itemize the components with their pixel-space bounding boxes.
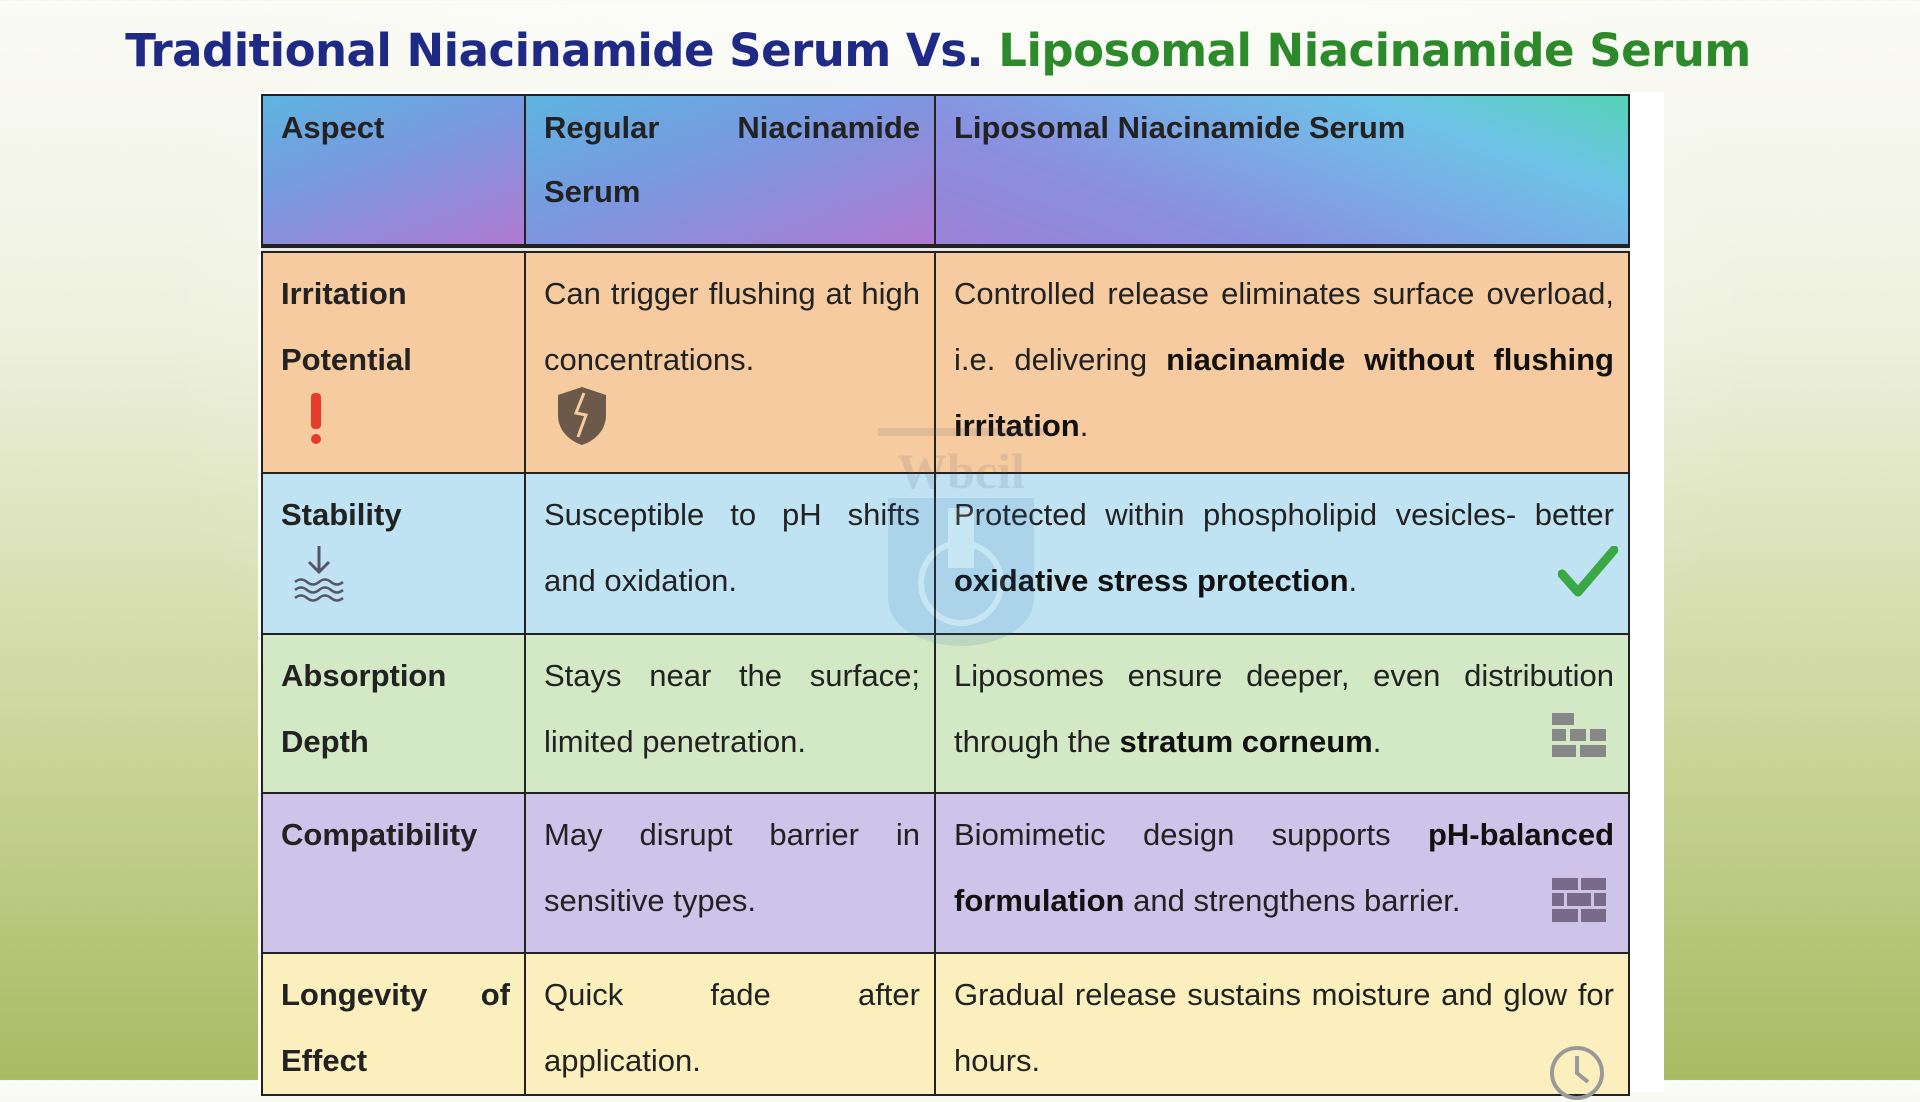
header-regular: Regular Niacinamide Serum bbox=[524, 94, 936, 248]
regular-cell: Can trigger flushing at high concentrati… bbox=[524, 251, 936, 474]
broken-shield-icon bbox=[558, 387, 606, 445]
liposomal-end: . bbox=[1079, 408, 1089, 443]
table-header-row: Aspect Regular Niacinamide Serum Liposom… bbox=[261, 94, 1630, 248]
aspect-label: Absorption Depth bbox=[281, 658, 447, 759]
regular-text: Quick fade after application. bbox=[544, 977, 920, 1078]
liposomal-bold: pH-balanced formulation bbox=[954, 817, 1614, 918]
header-liposomal: Liposomal Niacinamide Serum bbox=[934, 94, 1630, 248]
liposomal-cell: Controlled release eliminates surface ov… bbox=[934, 251, 1630, 474]
table-row: Compatibility May disrupt barrier in sen… bbox=[261, 792, 1630, 954]
aspect-label: Longevity of Effect bbox=[281, 977, 510, 1078]
table-row: Longevity of Effect Quick fade after app… bbox=[261, 952, 1630, 1100]
title-part-liposomal: Liposomal Niacinamide Serum bbox=[998, 24, 1751, 77]
liposomal-bold: niacinamide without flushing irritation bbox=[954, 342, 1614, 443]
title-part-traditional: Traditional Niacinamide Serum bbox=[125, 24, 891, 77]
regular-text: Susceptible to pH shifts and oxidation. bbox=[544, 497, 920, 598]
liposomal-bold: stratum corneum bbox=[1119, 724, 1373, 759]
aspect-cell: Irritation Potential bbox=[261, 251, 526, 474]
liposomal-text: Protected within phospholipid vesicles- … bbox=[954, 497, 1614, 532]
exclamation-icon bbox=[311, 393, 321, 444]
regular-text: Can trigger flushing at high concentrati… bbox=[544, 276, 920, 377]
liposomal-cell: Biomimetic design supports pH-balanced f… bbox=[934, 792, 1630, 954]
liposomal-text: Gradual release sustains moisture and gl… bbox=[954, 977, 1614, 1078]
liposomal-end: and strengthens barrier. bbox=[1124, 883, 1461, 918]
regular-cell: May disrupt barrier in sensitive types. bbox=[524, 792, 936, 954]
brick-wall-icon bbox=[1552, 878, 1606, 922]
sink-water-icon bbox=[294, 546, 344, 602]
table-row: Stability Susceptible to pH shifts and o… bbox=[261, 472, 1630, 635]
clock-icon bbox=[1550, 1046, 1604, 1100]
aspect-label: Stability bbox=[281, 497, 402, 532]
table-row: Irritation Potential Can trigger flushin… bbox=[261, 251, 1630, 474]
aspect-label: Compatibility bbox=[281, 817, 478, 852]
header-aspect: Aspect bbox=[261, 94, 526, 248]
regular-cell: Stays near the surface; limited penetrat… bbox=[524, 633, 936, 794]
table-row: Absorption Depth Stays near the surface;… bbox=[261, 633, 1630, 794]
aspect-cell: Absorption Depth bbox=[261, 633, 526, 794]
aspect-cell: Longevity of Effect bbox=[261, 952, 526, 1096]
layers-icon bbox=[1552, 713, 1606, 757]
liposomal-text: Liposomes ensure deeper, even distributi… bbox=[954, 658, 1614, 759]
aspect-cell: Stability bbox=[261, 472, 526, 635]
comparison-table: Aspect Regular Niacinamide Serum Liposom… bbox=[261, 94, 1630, 1100]
liposomal-cell: Gradual release sustains moisture and gl… bbox=[934, 952, 1630, 1100]
regular-cell: Susceptible to pH shifts and oxidation. bbox=[524, 472, 936, 635]
liposomal-text: Biomimetic design supports bbox=[954, 817, 1428, 852]
regular-cell: Quick fade after application. bbox=[524, 952, 936, 1096]
liposomal-end: . bbox=[1372, 724, 1382, 759]
checkmark-icon bbox=[1558, 546, 1618, 597]
title-vs: Vs. bbox=[890, 24, 999, 77]
liposomal-end: . bbox=[1348, 563, 1358, 598]
aspect-cell: Compatibility bbox=[261, 792, 526, 954]
liposomal-cell: Liposomes ensure deeper, even distributi… bbox=[934, 633, 1630, 794]
liposomal-bold: oxidative stress protection bbox=[954, 563, 1349, 598]
regular-text: May disrupt barrier in sensitive types. bbox=[544, 817, 920, 918]
liposomal-text: Controlled release eliminates surface ov… bbox=[954, 276, 1614, 377]
regular-text: Stays near the surface; limited penetrat… bbox=[544, 658, 920, 759]
aspect-label: Irritation Potential bbox=[281, 276, 412, 377]
liposomal-cell: Protected within phospholipid vesicles- … bbox=[934, 472, 1630, 635]
page-title: Traditional Niacinamide Serum Vs. Liposo… bbox=[0, 24, 1876, 77]
